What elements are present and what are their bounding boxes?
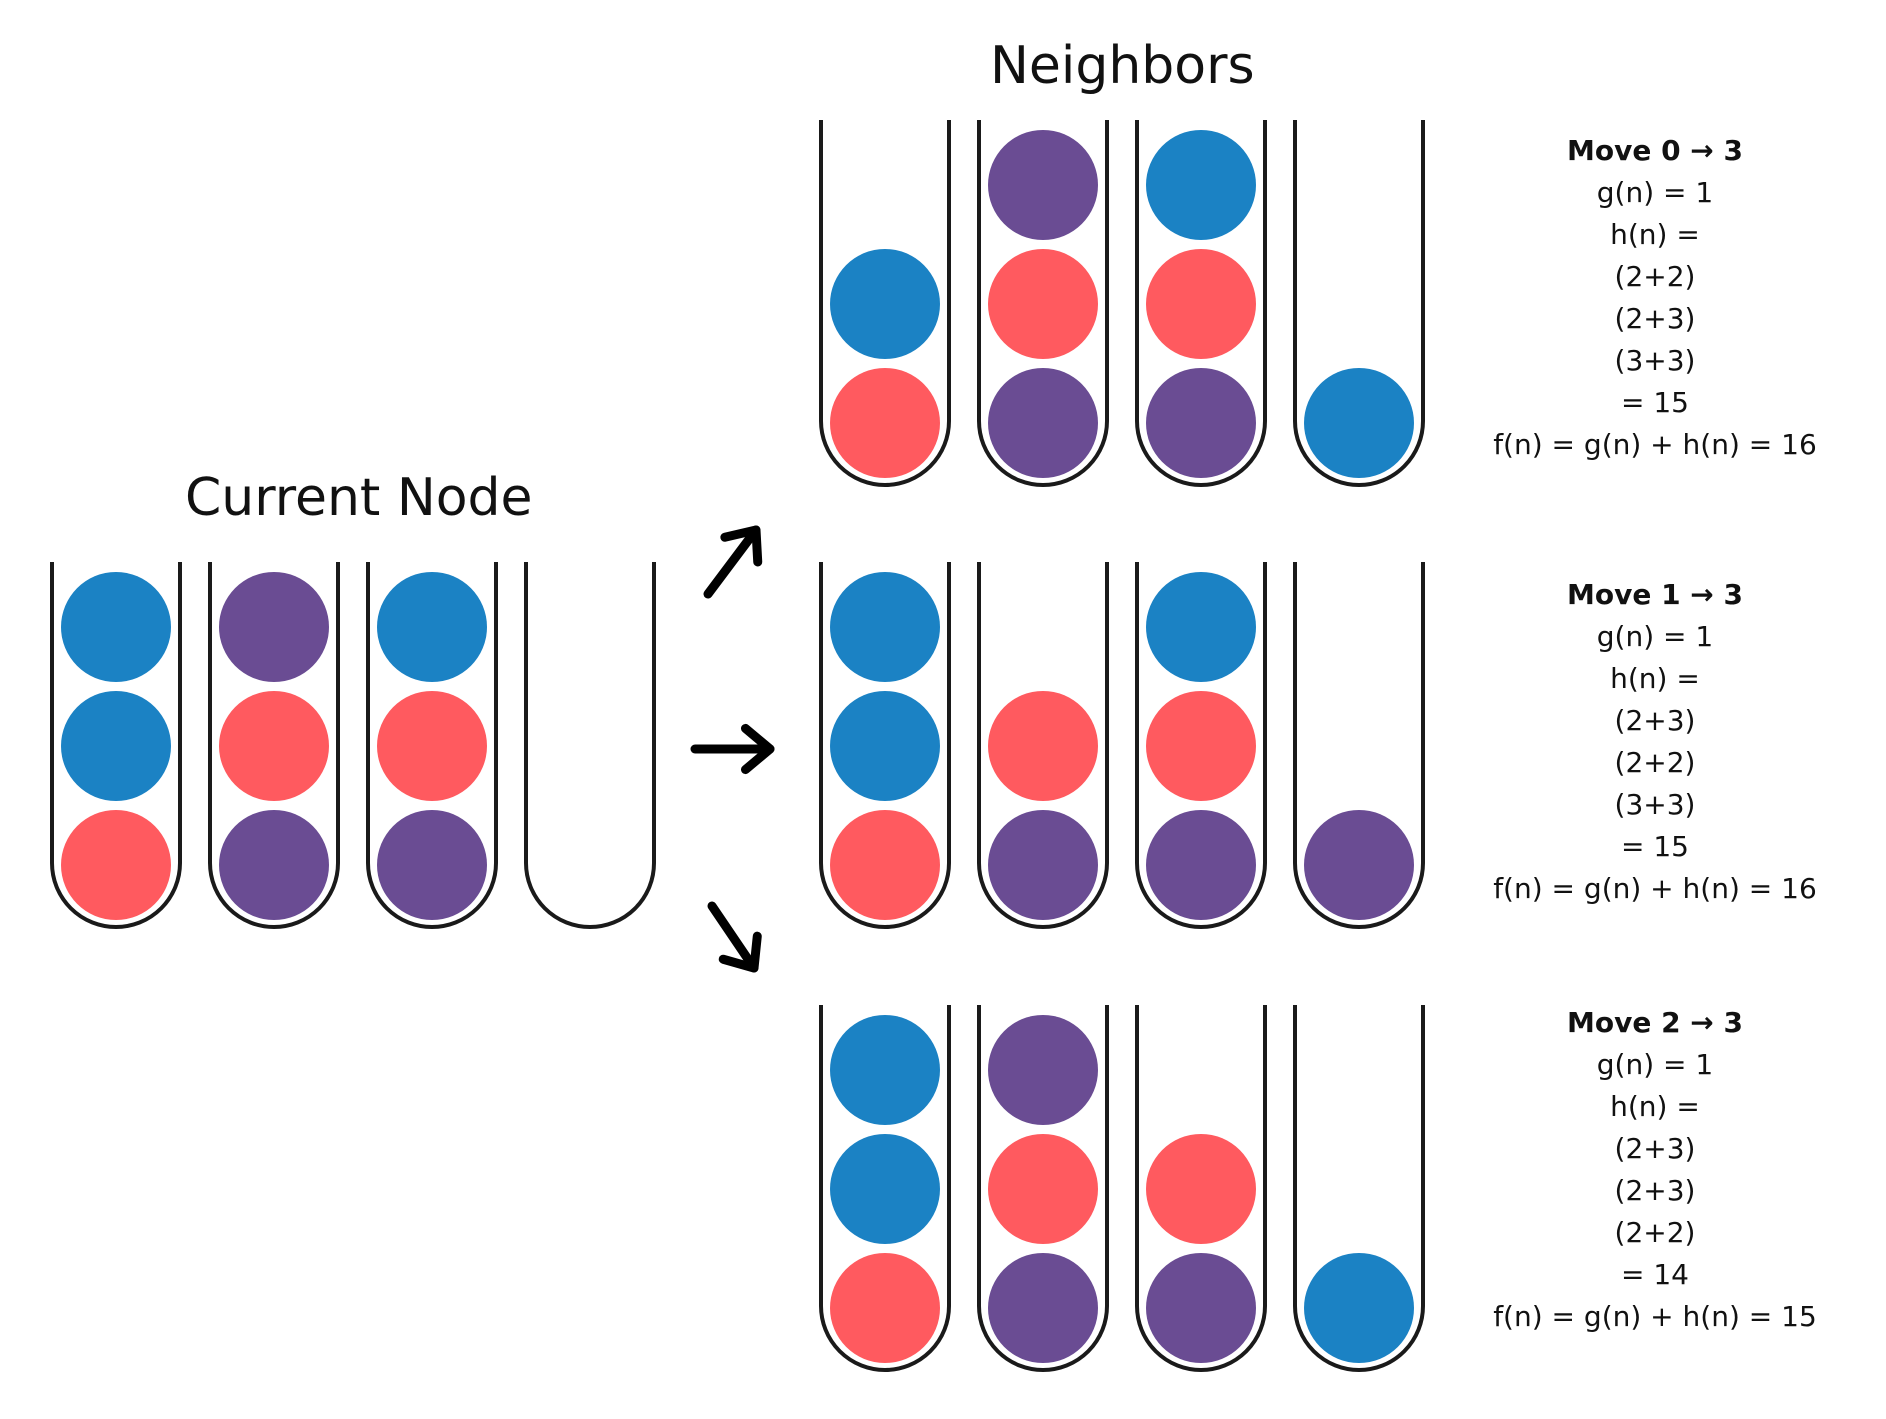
neighbor-2-tube-2-ball-purple [1146,1253,1256,1363]
move-label: Move 0 → 3 [1566,134,1743,167]
neighbors-title: Neighbors [990,36,1255,96]
current-node-title: Current Node [185,468,533,528]
h-term: (2+2) [1614,746,1696,779]
neighbor-0-tube-1-ball-purple [988,368,1098,478]
h-total: = 15 [1621,386,1689,419]
neighbor-1-tube-3 [1293,562,1425,929]
current-tube-1-ball-red [219,691,329,801]
neighbor-0-tube-2-ball-purple [1146,368,1256,478]
f-value: f(n) = g(n) + h(n) = 16 [1493,872,1817,905]
current-tube-1-ball-purple [219,810,329,920]
current-tube-2-ball-red [377,691,487,801]
current-tube-0-ball-blue [61,572,171,682]
neighbor-2-tube-0-ball-blue [830,1015,940,1125]
neighbor-1-tube-2 [1135,562,1267,929]
h-total: = 14 [1621,1258,1689,1291]
neighbor-2-tube-2-ball-red [1146,1134,1256,1244]
neighbor-0-tube-1 [977,120,1109,487]
g-value: g(n) = 1 [1596,620,1714,653]
neighbor-info-move-2: Move 2 → 3 g(n) = 1 h(n) = (2+3) (2+3) (… [1465,1002,1845,1338]
neighbor-1-tube-3-ball-purple [1304,810,1414,920]
neighbor-2-tube-3 [1293,1005,1425,1372]
neighbor-1-tube-2-ball-blue [1146,572,1256,682]
g-value: g(n) = 1 [1596,176,1714,209]
neighbor-2-tube-1-ball-purple [988,1015,1098,1125]
neighbor-0-tube-0-ball-blue [830,249,940,359]
current-tube-1-ball-purple [219,572,329,682]
neighbor-1-tube-1-ball-purple [988,810,1098,920]
neighbor-2-tube-1-ball-red [988,1134,1098,1244]
h-total: = 15 [1621,830,1689,863]
neighbor-0-tube-2-ball-red [1146,249,1256,359]
current-tube-0-ball-red [61,810,171,920]
h-term: (2+3) [1614,1174,1696,1207]
neighbor-2-tube-2 [1135,1005,1267,1372]
neighbor-1-tube-0 [819,562,951,929]
move-label: Move 1 → 3 [1566,578,1743,611]
neighbor-2-tube-3-ball-blue [1304,1253,1414,1363]
move-label: Move 2 → 3 [1566,1006,1743,1039]
neighbor-0-tube-1-ball-red [988,249,1098,359]
current-tube-3 [524,562,656,929]
neighbor-info-move-1: Move 1 → 3 g(n) = 1 h(n) = (2+3) (2+2) (… [1465,574,1845,910]
f-value: f(n) = g(n) + h(n) = 16 [1493,428,1817,461]
neighbor-1-tube-0-ball-blue [830,572,940,682]
current-tube-1 [208,562,340,929]
h-term: (2+3) [1614,302,1696,335]
h-term: (3+3) [1614,344,1696,377]
g-value: g(n) = 1 [1596,1048,1714,1081]
h-label: h(n) = [1610,662,1700,695]
neighbor-1-tube-0-ball-red [830,810,940,920]
h-term: (2+3) [1614,704,1696,737]
current-tube-2-ball-purple [377,810,487,920]
neighbor-0-tube-0-ball-red [830,368,940,478]
h-label: h(n) = [1610,218,1700,251]
neighbor-2-tube-1-ball-purple [988,1253,1098,1363]
neighbor-2-tube-0 [819,1005,951,1372]
neighbor-1-tube-1-ball-red [988,691,1098,801]
f-value: f(n) = g(n) + h(n) = 15 [1493,1300,1817,1333]
h-term: (2+2) [1614,1216,1696,1249]
arrow-up-right [703,525,763,599]
h-label: h(n) = [1610,1090,1700,1123]
neighbor-1-tube-2-ball-red [1146,691,1256,801]
arrow-right [690,723,775,775]
neighbor-2-tube-0-ball-blue [830,1134,940,1244]
current-tube-2-ball-blue [377,572,487,682]
neighbor-0-tube-2 [1135,120,1267,487]
neighbor-info-move-0: Move 0 → 3 g(n) = 1 h(n) = (2+2) (2+3) (… [1465,130,1845,466]
neighbor-1-tube-1 [977,562,1109,929]
neighbor-0-tube-1-ball-purple [988,130,1098,240]
neighbor-0-tube-3 [1293,120,1425,487]
neighbor-0-tube-0 [819,120,951,487]
neighbor-2-tube-1 [977,1005,1109,1372]
current-tube-2 [366,562,498,929]
neighbor-1-tube-0-ball-blue [830,691,940,801]
h-term: (2+2) [1614,260,1696,293]
current-tube-0-ball-blue [61,691,171,801]
current-tube-0 [50,562,182,929]
neighbor-1-tube-2-ball-purple [1146,810,1256,920]
h-term: (2+3) [1614,1132,1696,1165]
h-term: (3+3) [1614,788,1696,821]
neighbor-0-tube-3-ball-blue [1304,368,1414,478]
neighbor-2-tube-0-ball-red [830,1253,940,1363]
arrow-down-right [707,901,762,973]
neighbor-0-tube-2-ball-blue [1146,130,1256,240]
